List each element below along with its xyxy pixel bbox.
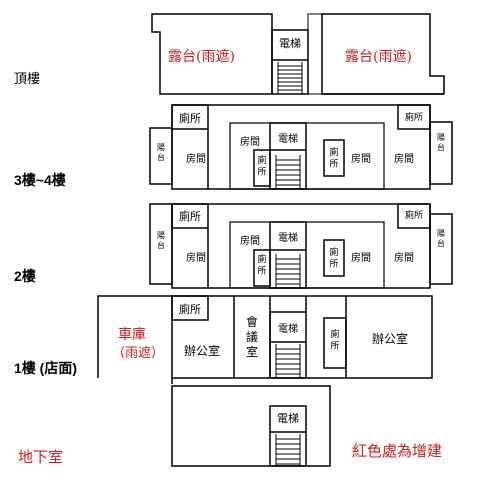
f34-right-balcony-label: 陽台: [437, 133, 445, 152]
basement-elevator-label: 電梯: [277, 412, 299, 425]
roof-plan: [151, 13, 445, 95]
f1-toilet: [171, 295, 209, 321]
f2-elevator-label: 電梯: [278, 231, 298, 244]
f2-inner-toilet-right: [323, 239, 345, 277]
f2-bedroom-label-2: 房間: [240, 234, 260, 247]
floor-label-roof: 頂樓: [14, 71, 41, 86]
f2-bedroom-label-4: 房間: [394, 251, 414, 264]
basement-plan: [171, 385, 331, 467]
f1-toilet-label: 廁所: [179, 302, 201, 316]
f2-left-toilet-label: 廁所: [179, 209, 201, 223]
f34-right-balcony: [429, 121, 453, 185]
basement-elevator: [269, 405, 307, 467]
f2-right-toilet-label: 廁所: [405, 209, 423, 221]
floor-label-1: 1樓 (店面): [14, 360, 77, 376]
f34-elevator-label: 電梯: [278, 132, 298, 145]
f2-left-toilet: [171, 203, 209, 229]
f2-right-balcony-label: 陽台: [437, 229, 445, 248]
f34-bedroom-label-2: 房間: [240, 135, 260, 148]
f1-meeting-room-label: 會議室: [246, 315, 258, 359]
f2-inner-toilet-left-label: 廁所: [257, 253, 266, 276]
f1-elevator-label: 電梯: [278, 322, 298, 335]
f34-inner-toilet-left-label: 廁所: [257, 154, 266, 177]
roof-stair: [277, 62, 303, 94]
f34-plan: [149, 104, 453, 190]
f34-stair: [275, 155, 301, 189]
f2-bedroom-label-3: 房間: [351, 251, 371, 264]
basement-stair: [275, 434, 301, 466]
f34-bedroom-label-4: 房間: [394, 152, 414, 165]
garage-label: 車庫: [118, 327, 146, 343]
f34-inner-toilet-left: [253, 149, 271, 187]
f2-left-balcony-label: 陽台: [157, 231, 165, 250]
roof-elevator-label: 電梯: [279, 37, 301, 50]
f34-left-balcony-label: 陽台: [157, 143, 165, 162]
f34-center-block: [229, 122, 385, 190]
f34-bedroom-label-3: 房間: [351, 152, 371, 165]
floor-label-basement: 地下室: [18, 448, 64, 466]
basement-outline: [171, 385, 331, 467]
floor-label-2: 2樓: [14, 268, 36, 284]
f1-office-left-label: 辦公室: [184, 343, 220, 358]
legend-text: 紅色處為增建: [352, 442, 443, 460]
f2-bedroom-label-1: 房間: [186, 251, 206, 264]
f1-garage-outline: [97, 295, 172, 378]
floor-label-3-4: 3樓~4樓: [14, 172, 66, 188]
f34-elevator: [269, 122, 307, 190]
f34-right-toilet-label: 廁所: [405, 111, 423, 123]
f34-left-toilet: [171, 104, 209, 130]
f2-left-balcony: [149, 203, 173, 285]
f1-stair: [275, 344, 301, 378]
f1-plan: [97, 295, 433, 384]
f34-bedroom-label-1: 房間: [186, 152, 206, 165]
f1-right-toilet-label: 廁所: [330, 328, 339, 351]
f34-outline: [171, 104, 431, 190]
f34-inner-toilet-right-label: 廁所: [329, 146, 338, 169]
f2-outline: [171, 203, 431, 289]
f34-right-toilet: [397, 104, 431, 130]
roof-left-terrace-label: 露台(雨遮): [168, 49, 235, 65]
f1-elevator: [269, 311, 307, 379]
f2-right-balcony: [429, 213, 453, 285]
f2-stair: [275, 254, 301, 288]
f1-office-right-label: 辦公室: [372, 331, 408, 346]
f2-plan: [149, 203, 453, 289]
f34-inner-toilet-right: [323, 139, 345, 177]
f34-left-toilet-label: 廁所: [179, 111, 201, 125]
f2-center-block: [229, 221, 385, 289]
f34-left-balcony: [149, 127, 173, 185]
roof-right-terrace-label: 露台(雨遮): [345, 49, 412, 65]
f2-inner-toilet-right-label: 廁所: [329, 246, 338, 269]
garage-rain-shelter-label: （雨遮）: [112, 346, 165, 361]
f2-inner-toilet-left: [253, 249, 271, 287]
f2-elevator: [269, 221, 307, 289]
f2-right-toilet: [397, 203, 431, 229]
